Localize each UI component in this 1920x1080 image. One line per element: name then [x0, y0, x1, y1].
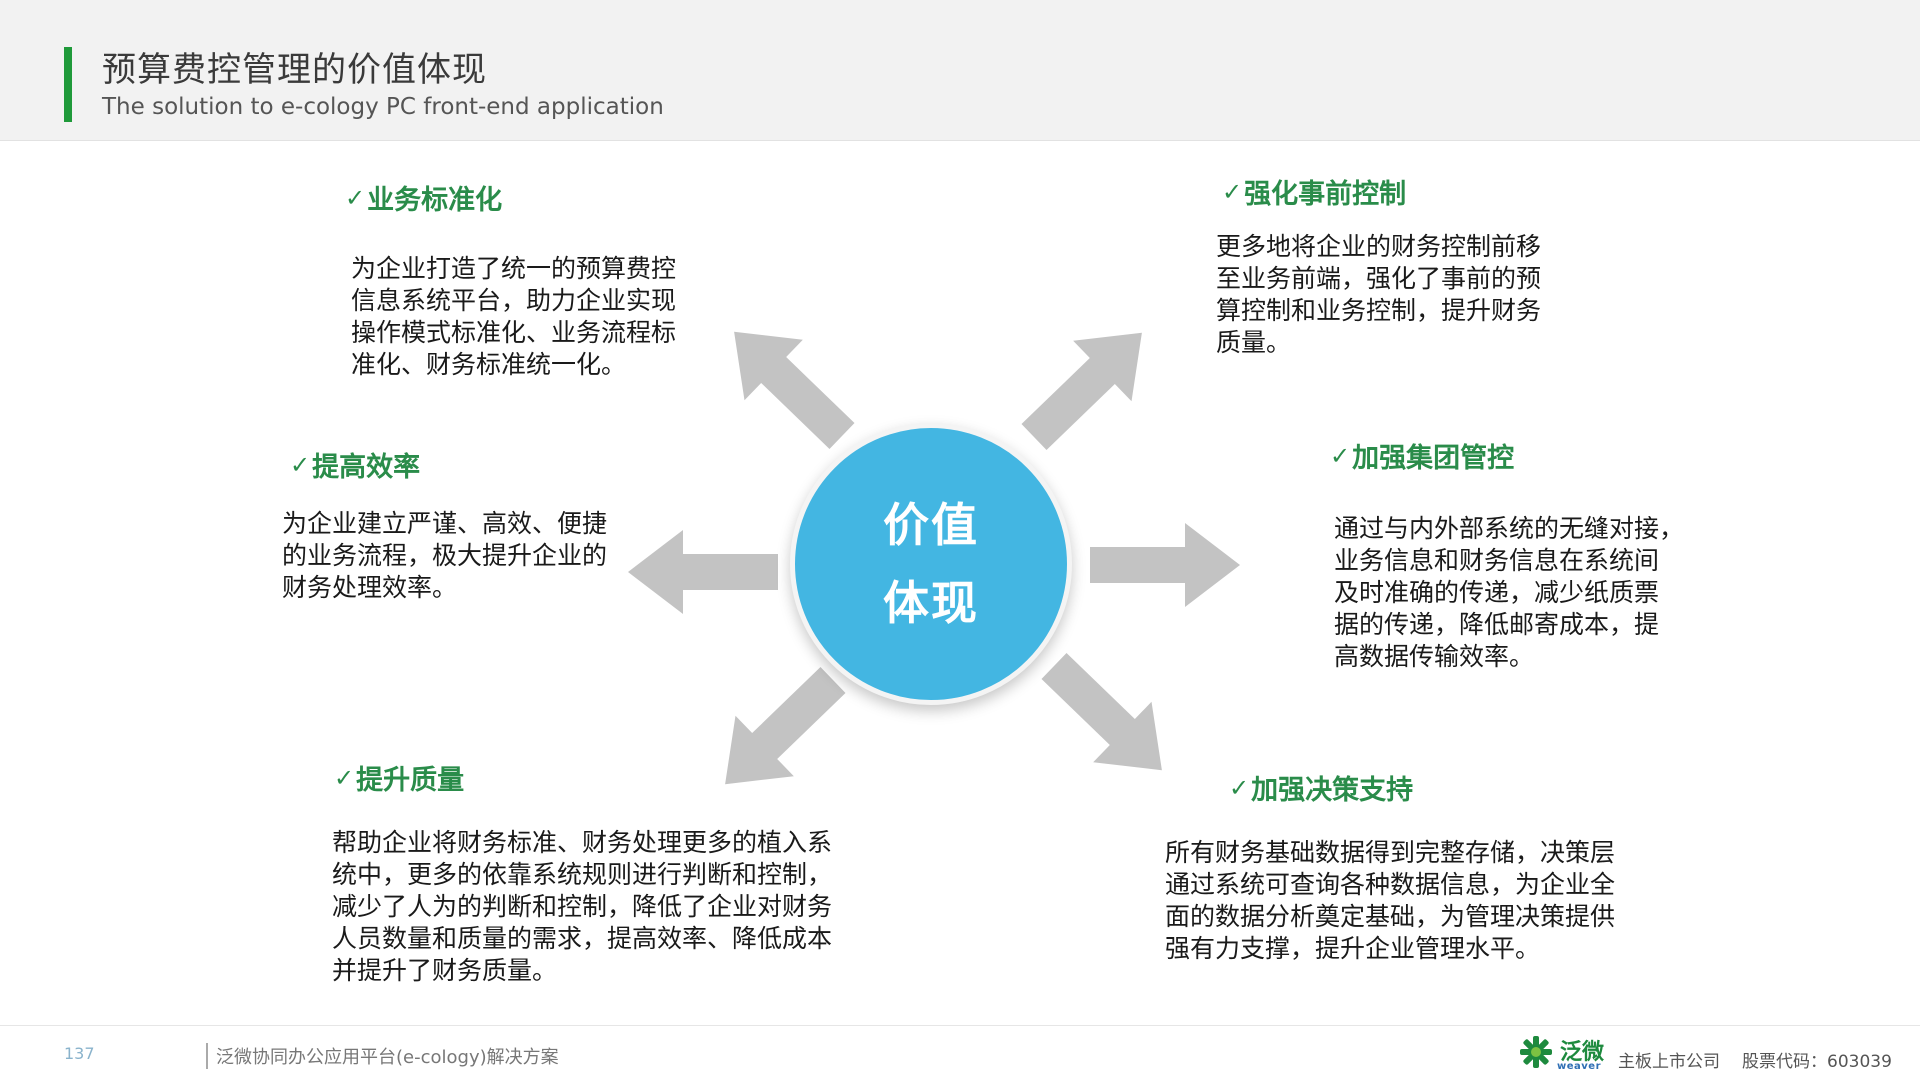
desc-line: 面的数据分析奠定基础，为管理决策提供 — [1165, 902, 1616, 931]
block-heading: ✓ 强化事前控制 — [1222, 172, 1541, 211]
block-heading-text: 加强集团管控 — [1352, 443, 1515, 474]
block-efficiency: ✓ 提高效率 为企业建立严谨、高效、便捷 的业务流程，极大提升企业的 财务处理效… — [282, 445, 607, 604]
check-icon: ✓ — [334, 763, 355, 792]
block-heading-text: 加强决策支持 — [1251, 775, 1414, 806]
block-heading-text: 业务标准化 — [367, 185, 503, 216]
check-icon: ✓ — [345, 183, 366, 212]
desc-line: 人员数量和质量的需求，提高效率、降低成本 — [332, 924, 833, 953]
logo-subtext: weaver — [1557, 1061, 1602, 1072]
company-type: 主板上市公司 — [1618, 1052, 1720, 1072]
check-icon: ✓ — [290, 450, 311, 479]
block-description: 为企业建立严谨、高效、便捷 的业务流程，极大提升企业的 财务处理效率。 — [282, 508, 607, 604]
block-heading: ✓ 加强集团管控 — [1330, 436, 1684, 475]
desc-line: 据的传递，降低邮寄成本，提 — [1334, 610, 1660, 639]
arrow-icon-up-right — [1004, 302, 1172, 468]
center-line-2: 体现 — [883, 576, 979, 630]
center-line-1: 价值 — [883, 498, 979, 552]
desc-line: 统中，更多的依靠系统规则进行判断和控制， — [332, 860, 833, 889]
stock-code: 股票代码：603039 — [1742, 1052, 1892, 1072]
block-description: 通过与内外部系统的无缝对接， 业务信息和财务信息在系统间 及时准确的传递，减少纸… — [1334, 513, 1684, 673]
desc-line: 算控制和业务控制，提升财务 — [1216, 296, 1542, 325]
desc-line: 操作模式标准化、业务流程标 — [351, 318, 677, 347]
arrow-icon-right — [1090, 523, 1240, 607]
block-heading: ✓ 加强决策支持 — [1229, 768, 1615, 807]
block-description: 所有财务基础数据得到完整存储，决策层 通过系统可查询各种数据信息，为企业全 面的… — [1165, 837, 1615, 965]
arrow-icon-left — [628, 530, 778, 614]
check-icon: ✓ — [1222, 177, 1243, 206]
block-heading-text: 强化事前控制 — [1244, 179, 1407, 210]
weaver-logo-icon — [1520, 1036, 1552, 1068]
footer-divider — [0, 1025, 1920, 1026]
block-group-control: ✓ 加强集团管控 通过与内外部系统的无缝对接， 业务信息和财务信息在系统间 及时… — [1330, 436, 1684, 673]
footer-caption: 泛微协同办公应用平台(e-cology)解决方案 — [206, 1043, 559, 1069]
block-standardization: ✓ 业务标准化 为企业打造了统一的预算费控 信息系统平台，助力企业实现 操作模式… — [345, 178, 676, 381]
block-description: 帮助企业将财务标准、财务处理更多的植入系 统中，更多的依靠系统规则进行判断和控制… — [332, 827, 832, 987]
page-number: 137 — [64, 1044, 95, 1063]
desc-line: 更多地将企业的财务控制前移 — [1216, 232, 1542, 261]
arrow-icon-up-left — [704, 301, 872, 467]
desc-line: 并提升了财务质量。 — [332, 956, 558, 985]
page-subtitle: The solution to e-cology PC front-end ap… — [102, 94, 664, 120]
desc-line: 高数据传输效率。 — [1334, 642, 1535, 671]
block-pre-control: ✓ 强化事前控制 更多地将企业的财务控制前移 至业务前端，强化了事前的预 算控制… — [1216, 172, 1541, 359]
page-title: 预算费控管理的价值体现 — [102, 50, 487, 90]
desc-line: 及时准确的传递，减少纸质票 — [1334, 578, 1660, 607]
desc-line: 减少了人为的判断和控制，降低了企业对财务 — [332, 892, 833, 921]
desc-line: 为企业打造了统一的预算费控 — [351, 254, 677, 283]
desc-line: 通过与内外部系统的无缝对接， — [1334, 514, 1685, 543]
desc-line: 的业务流程，极大提升企业的 — [282, 541, 608, 570]
value-center-circle: 价值 体现 — [790, 423, 1072, 705]
desc-line: 准化、财务标准统一化。 — [351, 350, 627, 379]
block-heading: ✓ 提高效率 — [290, 445, 607, 484]
block-heading: ✓ 提升质量 — [334, 758, 832, 797]
logo-text: 泛微 — [1560, 1040, 1605, 1065]
desc-line: 质量。 — [1216, 328, 1292, 357]
block-heading-text: 提高效率 — [312, 452, 421, 483]
desc-line: 为企业建立严谨、高效、便捷 — [282, 509, 608, 538]
block-heading-text: 提升质量 — [356, 765, 465, 796]
check-icon: ✓ — [1330, 441, 1351, 470]
check-icon: ✓ — [1229, 773, 1250, 802]
desc-line: 所有财务基础数据得到完整存储，决策层 — [1165, 838, 1616, 867]
desc-line: 至业务前端，强化了事前的预 — [1216, 264, 1542, 293]
header-accent-bar — [64, 47, 72, 122]
desc-line: 业务信息和财务信息在系统间 — [1334, 546, 1660, 575]
block-decision-support: ✓ 加强决策支持 所有财务基础数据得到完整存储，决策层 通过系统可查询各种数据信… — [1165, 768, 1615, 965]
block-quality: ✓ 提升质量 帮助企业将财务标准、财务处理更多的植入系 统中，更多的依靠系统规则… — [332, 758, 832, 987]
desc-line: 通过系统可查询各种数据信息，为企业全 — [1165, 870, 1616, 899]
desc-line: 帮助企业将财务标准、财务处理更多的植入系 — [332, 828, 833, 857]
desc-line: 强有力支撑，提升企业管理水平。 — [1165, 934, 1541, 963]
block-description: 为企业打造了统一的预算费控 信息系统平台，助力企业实现 操作模式标准化、业务流程… — [351, 253, 676, 381]
header-band: 预算费控管理的价值体现 The solution to e-cology PC … — [0, 0, 1920, 141]
arrow-icon-down-right — [1024, 635, 1192, 801]
desc-line: 财务处理效率。 — [282, 573, 458, 602]
desc-line: 信息系统平台，助力企业实现 — [351, 286, 677, 315]
block-description: 更多地将企业的财务控制前移 至业务前端，强化了事前的预 算控制和业务控制，提升财… — [1216, 231, 1541, 359]
block-heading: ✓ 业务标准化 — [345, 178, 676, 217]
